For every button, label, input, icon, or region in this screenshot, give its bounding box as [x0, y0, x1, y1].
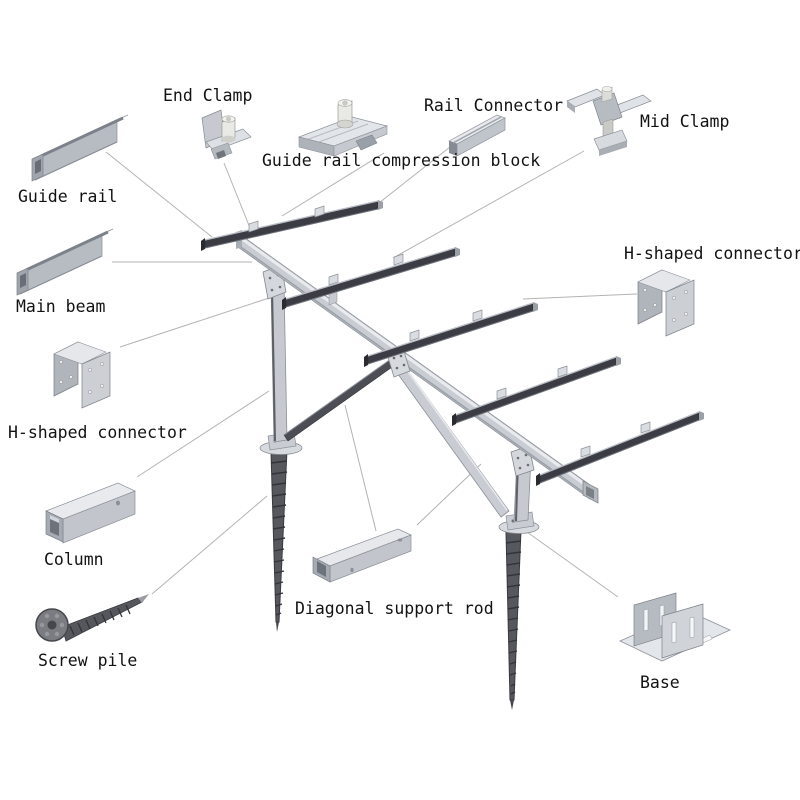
leader-base: [526, 531, 619, 598]
rail-clamp: [409, 329, 420, 342]
assembly-main-beam: [236, 230, 599, 504]
bolt-hole: [397, 538, 403, 542]
part-h-connector-right-image: [637, 269, 695, 337]
part-screw-pile-image: [35, 594, 149, 642]
leader-mid-clamp: [392, 150, 585, 259]
bolt-hole: [116, 500, 120, 506]
assembly-diagonal-rod-dark: [283, 358, 396, 442]
labels: End Clamp Rail Connector Mid Clamp Guide…: [8, 86, 800, 692]
assembly-rail-4: [452, 356, 621, 426]
rail-clamp: [557, 365, 568, 378]
leader-h-connector-right: [522, 293, 638, 300]
part-main-beam-image: [15, 227, 115, 297]
rail-clamp: [248, 220, 259, 233]
rail-clamp: [496, 387, 507, 400]
rail-clamp: [314, 205, 325, 218]
bolt-head: [601, 86, 613, 92]
part-guide-rail-image: [30, 113, 130, 183]
part-h-connector-left-image: [53, 341, 111, 409]
leader-guide-rail: [105, 151, 213, 238]
leader-column: [136, 390, 270, 478]
label-rail-connector: Rail Connector: [424, 96, 563, 115]
label-mid-clamp: Mid Clamp: [640, 112, 729, 131]
assembly-screw-pile-left: [270, 449, 288, 632]
part-base-image: [619, 592, 731, 662]
label-diagonal-rod: Diagonal support rod: [295, 599, 494, 618]
label-base: Base: [640, 673, 680, 692]
label-h-connector-left: H-shaped connector: [8, 423, 187, 442]
label-column: Column: [44, 550, 104, 569]
leader-lines: [105, 146, 638, 598]
rail-clamp: [580, 445, 591, 458]
assembly-screw-pile-right: [505, 529, 522, 710]
leader-diagonal-rod-left: [344, 404, 377, 532]
part-rail-connector-image: [448, 114, 506, 157]
part-diagonal-rod-image: [312, 528, 412, 583]
assembly: [201, 200, 704, 710]
label-guide-rail: Guide rail: [18, 187, 117, 206]
assembly-rail-3: [364, 302, 538, 367]
rail-clamp: [472, 309, 483, 322]
rail-clamp: [328, 273, 339, 286]
part-column-image: [45, 482, 136, 544]
leader-rail-connector: [378, 146, 451, 204]
bolt-hole: [350, 567, 354, 573]
leader-compression-block: [281, 152, 385, 217]
label-h-connector-right: H-shaped connector: [624, 244, 800, 263]
leader-end-clamp: [223, 162, 251, 229]
assembly-rail-2: [282, 247, 460, 310]
rail-clamp: [393, 253, 404, 266]
leader-h-connector-left: [119, 297, 270, 348]
rail-clamp: [640, 421, 651, 434]
label-compression-block: Guide rail compression block: [262, 151, 540, 170]
leader-screw-pile: [151, 495, 268, 595]
part-mid-clamp-image: [566, 86, 652, 156]
assembly-rail-1: [201, 200, 383, 251]
label-screw-pile: Screw pile: [38, 651, 137, 670]
label-end-clamp: End Clamp: [163, 86, 252, 105]
label-main-beam: Main beam: [16, 297, 105, 316]
part-compression-block-image: [297, 99, 389, 157]
assembly-rail-5: [536, 411, 704, 486]
part-end-clamp-image: [201, 109, 252, 160]
